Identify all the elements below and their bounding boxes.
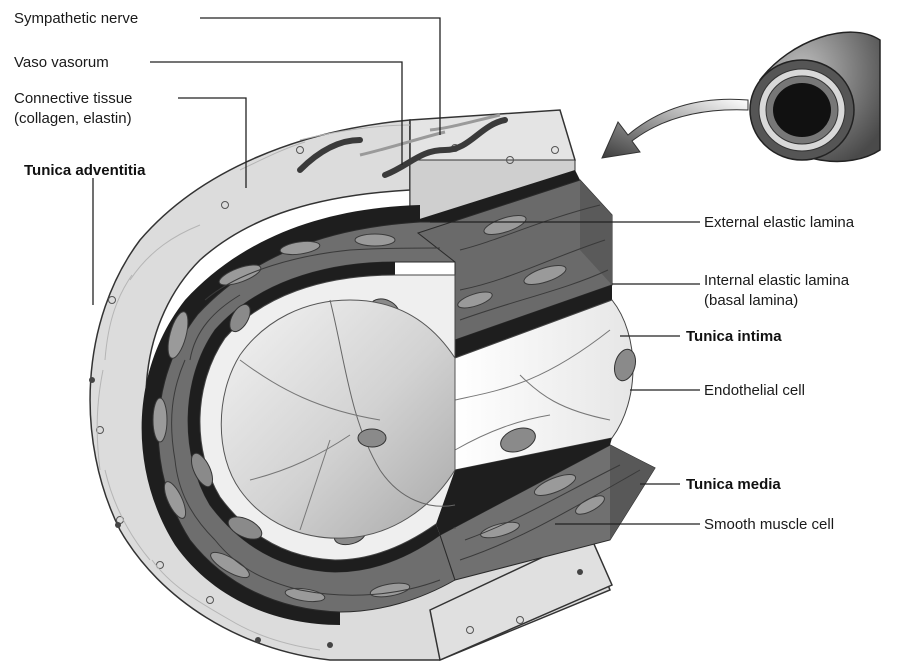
- label-smooth-muscle-cell: Smooth muscle cell: [704, 516, 834, 533]
- label-tunica-adventitia: Tunica adventitia: [24, 162, 146, 179]
- label-internal-elastic-lamina: Internal elastic lamina: [704, 272, 850, 289]
- label-connective-tissue: Connective tissue: [14, 90, 132, 107]
- lumen: [221, 300, 455, 538]
- vessel-cross-section-inset: [750, 32, 880, 161]
- label-endothelial-cell: Endothelial cell: [704, 382, 805, 399]
- label-tunica-intima: Tunica intima: [686, 328, 782, 345]
- label-basal-lamina: (basal lamina): [704, 292, 798, 309]
- label-external-elastic-lamina: External elastic lamina: [704, 214, 855, 231]
- label-sympathetic-nerve: Sympathetic nerve: [14, 10, 138, 27]
- label-vaso-vasorum: Vaso vasorum: [14, 54, 109, 71]
- curved-arrow-icon: [602, 99, 748, 158]
- label-connective-tissue-detail: (collagen, elastin): [14, 110, 132, 127]
- label-tunica-media: Tunica media: [686, 476, 781, 493]
